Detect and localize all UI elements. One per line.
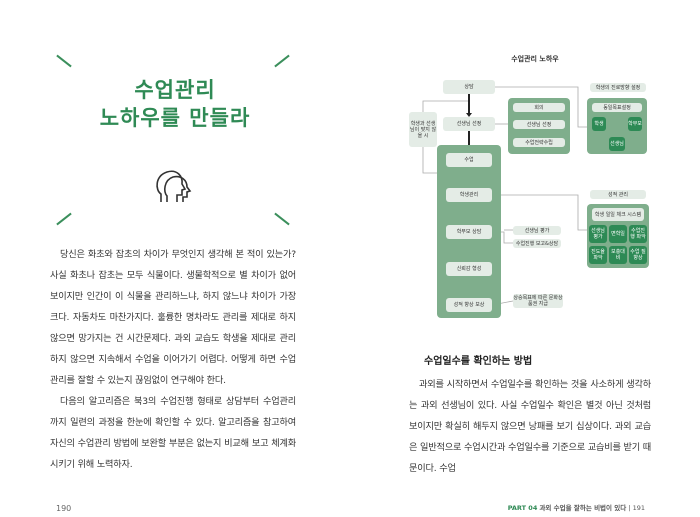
daily-item: 수업 질 향상 [629, 246, 647, 264]
chapter-subtitle: 노하우를 만들라 [99, 106, 251, 130]
daily-item: 면학일 [609, 225, 627, 243]
node-strategy: 수업전략수립 [513, 138, 565, 147]
node-mismatch: 학생과 선생님이 맞지 않을 시 [409, 112, 437, 147]
node-goal: 동일목표설정 [592, 103, 642, 112]
node-meeting: 회의 [513, 103, 565, 112]
body-text: 과외를 시작하면서 수업일수를 확인하는 것을 사소하게 생각하는 과외 선생님… [409, 374, 651, 479]
node-parent-consult: 학부모 상담 [446, 225, 492, 239]
footer-separator: | [628, 504, 633, 512]
footer-title: 과외 수업을 잘하는 비법이 있다 [539, 504, 627, 512]
daily-item: 진도율 파악 [589, 246, 607, 264]
node-student-mgmt: 학생관리 [446, 188, 492, 202]
node-trust: 신뢰감 형성 [446, 262, 492, 276]
diagram-title: 수업관리 노하우 [511, 55, 559, 63]
chapter-title: 수업관리 [134, 78, 216, 102]
node-reward: 성적 향상 보상 [446, 298, 492, 312]
node-grade: 성적 관리 [590, 190, 646, 199]
node-teacher-select-2: 선생님 선정 [513, 120, 565, 129]
node-report: 수업진행 보고&상담 [513, 239, 561, 248]
body-text: 당신은 화초와 잡초의 차이가 무엇인지 생각해 본 적이 있는가? 사실 화초… [50, 244, 296, 475]
section-heading: 수업일수를 확인하는 방법 [424, 356, 533, 367]
daily-item: 보충대비 [609, 246, 627, 264]
node-eval: 선생님 평가 [513, 226, 561, 235]
page-footer: PART 04 과외 수업을 잘하는 비법이 있다 | 191 [508, 504, 645, 512]
footer-part: PART 04 [507, 504, 538, 512]
paragraph: 당신은 화초와 잡초의 차이가 무엇인지 생각해 본 적이 있는가? 사실 화초… [50, 249, 296, 386]
paragraph: 다음의 알고리즘은 북3의 수업진행 형태로 상담부터 수업관리까지 일련의 과… [50, 396, 296, 470]
node-parent: 학부모 [628, 117, 642, 131]
node-gift: 상승목표에 따른 문화상품권 지급 [513, 294, 563, 308]
daily-item: 수업진행 파악 [629, 225, 647, 243]
node-consult: 상담 [443, 80, 495, 94]
daily-item: 선생님 평가 [589, 225, 607, 243]
node-teacher-select: 선생님 선정 [443, 117, 495, 131]
page-number: 191 [632, 504, 645, 512]
node-career: 학생의 진로방향 설정 [590, 83, 646, 92]
node-daily-check: 학생 일일 체크 시스템 [592, 208, 644, 221]
node-class: 수업 [446, 153, 492, 167]
page-number: 190 [56, 504, 72, 513]
head-icon [156, 170, 192, 202]
paragraph: 과외를 시작하면서 수업일수를 확인하는 것을 사소하게 생각하는 과외 선생님… [409, 379, 651, 474]
node-teacher: 선생님 [609, 137, 625, 151]
node-student: 학생 [592, 117, 606, 131]
